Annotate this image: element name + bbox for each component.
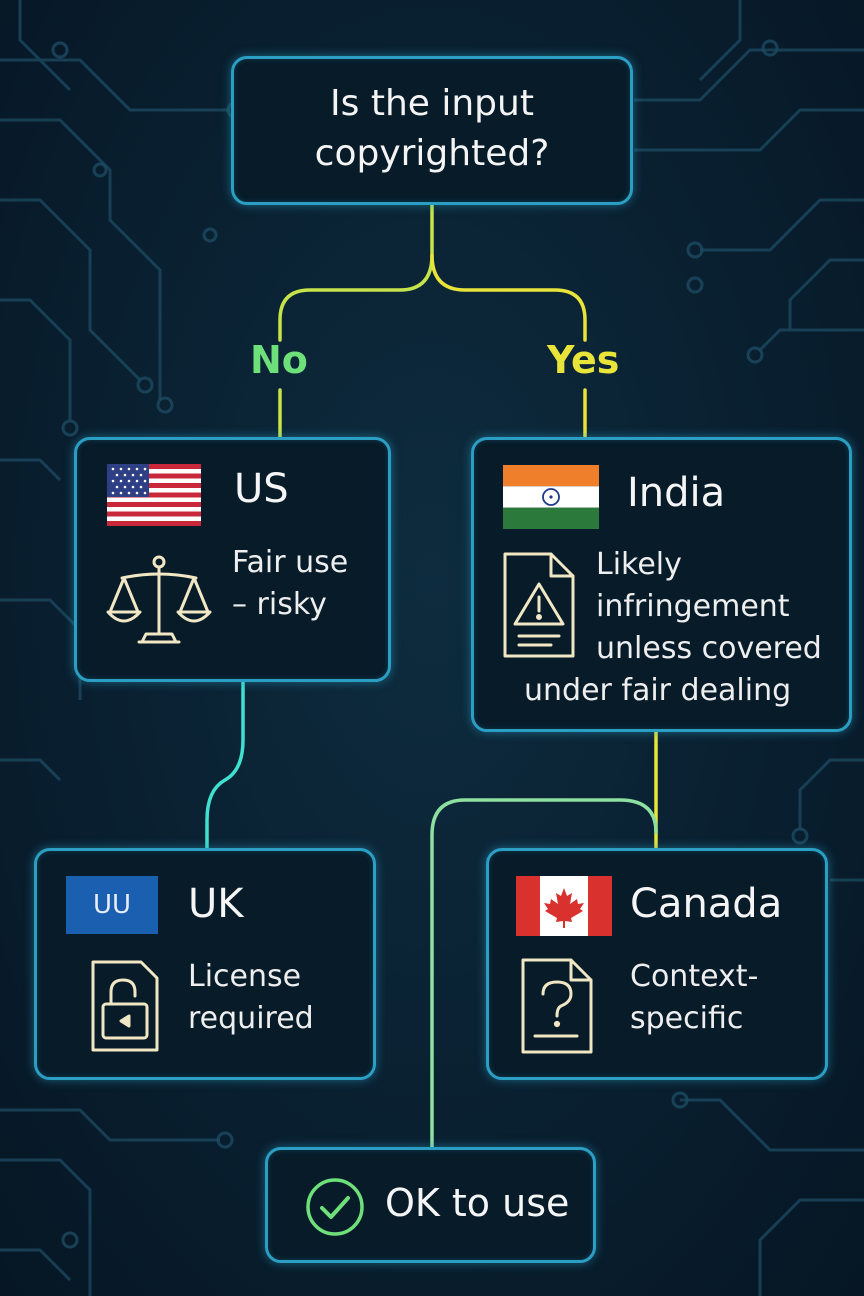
checkmark-circle-icon: [306, 1178, 364, 1236]
us-country-label: US: [234, 466, 289, 512]
uk-flag: UU: [66, 876, 158, 934]
india-desc-line-1: Likely: [596, 547, 682, 582]
question-line-1: Is the input: [330, 83, 534, 124]
scales-icon: [106, 555, 212, 644]
canada-description: Context- specific: [630, 956, 758, 1040]
india-to-ok: [430, 798, 658, 1150]
canada-country-label: Canada: [630, 881, 783, 927]
india-country-label: India: [627, 470, 726, 516]
us-desc-line-2: – risky: [232, 587, 327, 622]
us-desc-line-1: Fair use: [232, 545, 349, 580]
us-node: US Fair use – risky: [74, 437, 391, 682]
ok-to-use-node: OK to use: [265, 1147, 596, 1263]
uk-desc-line-2: required: [188, 1001, 314, 1036]
question-line-2: copyrighted?: [314, 133, 550, 174]
india-node: India Likely infringement unless covered…: [471, 437, 852, 732]
india-desc-line-3: unless covered: [596, 631, 822, 666]
question-to-yes-branch: [430, 253, 587, 342]
no-branch-label: No: [250, 338, 308, 382]
us-to-uk: [205, 680, 245, 852]
india-flag: [503, 465, 599, 529]
question-node: Is the input copyrighted?: [231, 56, 633, 205]
india-description: Likely infringement unless covered: [596, 544, 822, 670]
question-document-icon: [521, 958, 593, 1054]
yes-branch-label: Yes: [547, 338, 620, 382]
canada-node: Canada Context- specific: [486, 848, 828, 1080]
india-desc-line-2: infringement: [596, 589, 790, 624]
canada-flag: [516, 876, 612, 936]
question-text: Is the input copyrighted?: [234, 79, 630, 179]
ok-to-use-label: OK to use: [385, 1181, 570, 1225]
uk-desc-line-1: License: [188, 959, 302, 994]
uk-node: UU UK License required: [34, 848, 376, 1080]
uk-country-label: UK: [188, 881, 244, 927]
uk-description: License required: [188, 956, 314, 1040]
padlock-icon: [91, 960, 159, 1052]
us-flag: [107, 464, 201, 526]
canada-desc-line-1: Context-: [630, 959, 759, 994]
us-description: Fair use – risky: [232, 542, 348, 626]
india-desc-line-4: under fair dealing: [524, 673, 792, 708]
canada-desc-line-2: specific: [630, 1001, 744, 1036]
warning-document-icon: [503, 552, 575, 658]
question-to-no-branch: [278, 203, 434, 342]
